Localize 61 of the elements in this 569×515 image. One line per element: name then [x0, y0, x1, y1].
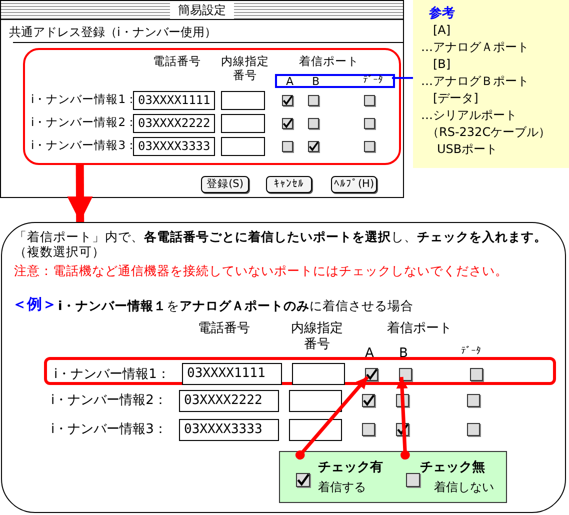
- column-header: A: [286, 75, 294, 88]
- dialog-heading: 共通アドレス登録（i・ナンバー使用）: [9, 25, 216, 40]
- arrow: [295, 376, 369, 460]
- note-text: USBポート: [437, 142, 498, 156]
- checkbox: [467, 394, 480, 407]
- legend-text: 着信する: [318, 480, 366, 494]
- checkbox: [362, 394, 375, 407]
- arrow: [396, 376, 410, 460]
- callout-panel: [1, 222, 566, 513]
- row-label: i・ナンバー情報1：: [54, 367, 170, 383]
- column-header: ﾃﾞｰﾀ: [363, 75, 383, 87]
- column-header: ﾃﾞｰﾀ: [461, 346, 481, 358]
- dialog-button: 登録(S): [201, 176, 249, 193]
- column-header: 電話番号: [153, 55, 201, 69]
- column-header: B: [399, 346, 408, 362]
- dialog-window: [0, 0, 404, 198]
- checkbox: [399, 368, 412, 381]
- column-header: 内線指定番号: [221, 55, 269, 83]
- checkbox: [362, 423, 375, 436]
- window-title: 簡易設定: [170, 2, 234, 19]
- connector-line: [392, 76, 413, 79]
- note-text: [B]: [433, 57, 451, 72]
- dialog-button: ｷｬﾝｾﾙ: [266, 176, 312, 193]
- highlight-frame: [23, 48, 401, 165]
- note-text: …アナログＢポート: [421, 74, 529, 88]
- checkbox: [365, 368, 378, 381]
- input-field: 03XXXX3333: [179, 419, 279, 441]
- legend-title: チェック有: [318, 460, 383, 476]
- legend-box: [279, 451, 507, 503]
- warning-text: 注意：電話機など通信機器を接続していないポートにはチェックしないでください。: [14, 263, 508, 278]
- row-label: i・ナンバー情報2：: [51, 393, 167, 409]
- column-header: B: [312, 75, 320, 88]
- input-field: 03XXXX2222: [179, 390, 279, 412]
- note-text: [データ]: [433, 91, 478, 106]
- column-header: 電話番号: [198, 321, 250, 337]
- dialog-button: ﾍﾙﾌﾟ(H): [331, 176, 377, 193]
- row-label: i・ナンバー情報3：: [51, 422, 167, 438]
- note-box: [413, 0, 569, 168]
- note-heading: 参考: [429, 6, 455, 22]
- highlight-frame: [275, 74, 395, 88]
- highlight-frame: [44, 357, 556, 385]
- column-header: 着信ポート: [299, 55, 359, 69]
- note-text: （RS-232Cケーブル）: [427, 125, 551, 140]
- example-tag: ＜例＞: [12, 295, 57, 313]
- arrow: [67, 164, 93, 222]
- legend-text: 着信しない: [434, 480, 494, 494]
- instruction-text: 「着信ポート」内で、各電話番号ごとに着信したいポートを選択し、チェックを入れます。（複数選択可）: [14, 229, 548, 259]
- input-field: 03XXXX2222: [133, 114, 215, 133]
- checkbox: [470, 368, 483, 381]
- example-text: i・ナンバー情報１をアナログＡポートのみに着信させる場合: [58, 298, 414, 313]
- column-header: A: [365, 346, 374, 362]
- column-header: 着信ポート: [387, 321, 452, 337]
- note-text: …シリアルポート: [421, 108, 517, 122]
- input-field: 03XXXX1111: [133, 91, 215, 110]
- input-field: 03XXXX1111: [182, 363, 282, 385]
- note-text: [A]: [433, 23, 451, 38]
- column-header: 内線指定番号: [291, 321, 343, 352]
- checkbox: [467, 423, 480, 436]
- legend-title: チェック無: [420, 460, 485, 476]
- note-text: …アナログＡポート: [421, 40, 529, 54]
- input-field: 03XXXX3333: [133, 137, 215, 156]
